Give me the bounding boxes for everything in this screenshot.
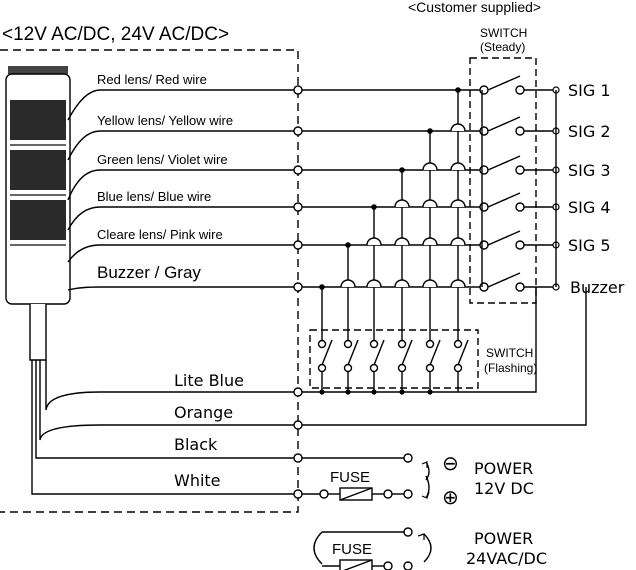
- power-dc-label-line1: POWER: [474, 459, 533, 478]
- wire-label-white: White: [174, 471, 221, 490]
- signal-label-3: SIG 3: [568, 161, 611, 180]
- flashing-switch: [425, 339, 441, 392]
- wire-label-red: Red lens/ Red wire: [97, 72, 207, 87]
- wire-pink: [67, 244, 298, 263]
- flashing-switch: [343, 339, 359, 392]
- terminal: [293, 85, 303, 95]
- flashing-switch-label-line2: (Flashing): [484, 361, 537, 375]
- terminal: [293, 282, 303, 292]
- steady-switch-2: [479, 116, 556, 136]
- wire-black: [35, 360, 298, 459]
- tower-lens-yellow: [10, 150, 66, 190]
- wire-lite-blue: [45, 360, 298, 411]
- flashing-switch-label-line1: SWITCH: [486, 346, 533, 360]
- wire-red: [67, 89, 298, 121]
- wire-yellow: [67, 130, 298, 161]
- terminal: [293, 202, 303, 212]
- signal-label-5: SIG 5: [568, 236, 611, 255]
- junction-dots: [319, 87, 461, 290]
- signal-label-4: SIG 4: [568, 198, 611, 217]
- power-dc-label-line2: 12V DC: [474, 479, 534, 498]
- signal-label-buzzer: Buzzer: [570, 278, 625, 297]
- tower-wires: [31, 89, 298, 495]
- terminal: [293, 420, 303, 430]
- crossover-hops: [340, 123, 466, 288]
- terminal: [293, 489, 303, 499]
- fuse-dc-label: FUSE: [330, 469, 370, 486]
- wire-label-yellow: Yellow lens/ Yellow wire: [97, 113, 233, 128]
- flashing-switch: [369, 339, 385, 392]
- steady-switch-4: [479, 192, 556, 212]
- wire-label-blue: Blue lens/ Blue wire: [97, 189, 211, 204]
- power-ac-circuit: [313, 527, 432, 570]
- fuse-ac-label: FUSE: [332, 541, 372, 558]
- wire-gray: [67, 286, 298, 291]
- wire-label-pink: Cleare lens/ Pink wire: [97, 227, 223, 242]
- wire-label-lite-blue: Lite Blue: [174, 371, 244, 390]
- terminal: [293, 126, 303, 136]
- tower-cap: [8, 66, 68, 74]
- steady-switches: [479, 75, 556, 292]
- tower-lens-red: [10, 100, 66, 140]
- terminal: [293, 387, 303, 397]
- flashing-switches: [317, 339, 469, 392]
- tower-enclosure-outline: [0, 49, 299, 513]
- wire-orange: [39, 360, 298, 441]
- wire-label-violet: Green lens/ Violet wire: [97, 152, 228, 167]
- voltage-title: <12V AC/DC, 24V AC/DC>: [2, 24, 229, 45]
- signal-tower: [5, 66, 71, 361]
- bus-junction-dots: [319, 389, 433, 395]
- signal-label-1: SIG 1: [568, 81, 611, 100]
- flashing-switch: [317, 339, 333, 392]
- steady-switch-5: [479, 230, 556, 250]
- flashing-switch: [453, 339, 469, 392]
- terminal: [293, 165, 303, 175]
- flashing-switch-box: [309, 329, 479, 389]
- tower-lens-green: [10, 200, 66, 240]
- wire-label-gray: Buzzer / Gray: [97, 263, 201, 282]
- steady-switch-label-line1: SWITCH: [480, 26, 527, 40]
- terminal: [293, 453, 303, 463]
- bus-lines: [302, 287, 587, 426]
- flashing-switch: [397, 339, 413, 392]
- steady-switch-3: [479, 155, 556, 175]
- power-ac-label-line1: POWER: [474, 529, 533, 548]
- steady-switch-label-line2: (Steady): [480, 40, 525, 54]
- steady-switch-box: [469, 57, 537, 304]
- power-ac-label-line2: 24VAC/DC: [466, 549, 547, 568]
- plus-icon: ⊕: [442, 485, 459, 509]
- wire-violet: [67, 169, 298, 201]
- wire-label-black: Black: [174, 435, 218, 454]
- wire-label-orange: Orange: [174, 403, 233, 422]
- wire-blue: [67, 206, 298, 231]
- signal-label-2: SIG 2: [568, 122, 611, 141]
- customer-supplied-title: <Customer supplied>: [408, 0, 541, 15]
- wire-white: [31, 360, 298, 495]
- minus-icon: ⊖: [442, 451, 459, 475]
- power-dc-circuit: [302, 453, 430, 501]
- common-lines: [481, 90, 557, 287]
- terminal: [293, 240, 303, 250]
- steady-switch-buzzer: [479, 272, 556, 292]
- tower-pole: [29, 304, 47, 361]
- steady-switch-1: [479, 75, 556, 95]
